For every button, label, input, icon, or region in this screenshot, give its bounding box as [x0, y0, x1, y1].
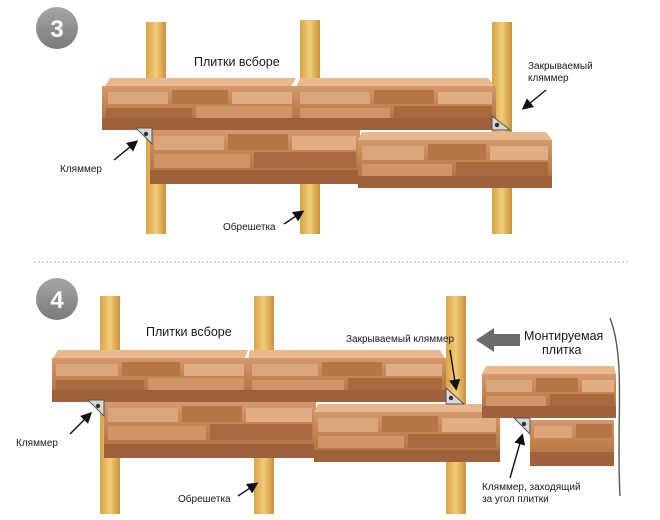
- step3-arrow-clamp: [113, 140, 139, 161]
- step4-clamp-left: [86, 399, 105, 418]
- step4-cutaway-curve: [609, 317, 621, 497]
- step4-label-clamp: Кляммер: [16, 438, 58, 449]
- step4-group: 4: [16, 278, 621, 514]
- step3-label-closing-clamp-line1: Закрываемый: [528, 61, 593, 72]
- step3-label-clamp: Кляммер: [60, 164, 102, 175]
- step3-label-tiles-assembled: Плитки всборе: [194, 55, 280, 69]
- step4-badge: 4: [36, 278, 78, 320]
- step3-label-lathing: Обрешетка: [223, 221, 276, 233]
- step4-number: 4: [50, 287, 64, 314]
- step4-clamp-closing: [445, 386, 466, 405]
- step3-number: 3: [50, 16, 63, 43]
- step4-label-corner-clamp-line1: Кляммер, заходящий: [482, 482, 581, 493]
- step3-label-closing-clamp-line2: кляммер: [528, 73, 569, 84]
- step4-tile-lower-middle: [314, 404, 500, 462]
- step3-group: 3: [36, 7, 593, 234]
- step3-tile-upper-left: [102, 78, 296, 130]
- step4-mounted-tile: [482, 366, 616, 466]
- step4-arrow-corner-clamp: [509, 433, 526, 479]
- step3-badge: 3: [36, 7, 78, 49]
- step4-mounting-direction-arrow: [476, 328, 520, 352]
- step3-arrow-closing-clamp: [521, 89, 547, 110]
- step3-arrow-lathing: [283, 210, 305, 225]
- step4-tile-upper-right: [248, 350, 446, 402]
- step4-tile-upper-left: [52, 350, 248, 402]
- step3-tile-lower-right: [358, 132, 552, 188]
- step3-tile-upper-right: [296, 78, 496, 130]
- step4-tile-lower-left: [104, 402, 316, 458]
- step4-clamp-corner: [512, 417, 531, 436]
- step3-clamp-left: [134, 127, 153, 146]
- step4-label-mounted-tile-line1: Монтируемая: [524, 329, 603, 343]
- step3-clamp-right: [491, 114, 512, 131]
- step4-label-tiles-assembled: Плитки всборе: [146, 325, 232, 339]
- step3-tile-lower-left: [150, 130, 360, 184]
- step4-label-closing-clamp: Закрываемый кляммер: [346, 334, 455, 345]
- step4-label-mounted-tile-line2: плитка: [542, 343, 582, 357]
- step4-arrow-closing-clamp: [449, 349, 461, 391]
- step4-label-lathing: Обрешетка: [178, 493, 231, 505]
- step4-label-corner-clamp-line2: за угол плитки: [482, 494, 549, 505]
- step4-arrow-lathing: [237, 482, 259, 497]
- step4-arrow-clamp: [69, 412, 92, 435]
